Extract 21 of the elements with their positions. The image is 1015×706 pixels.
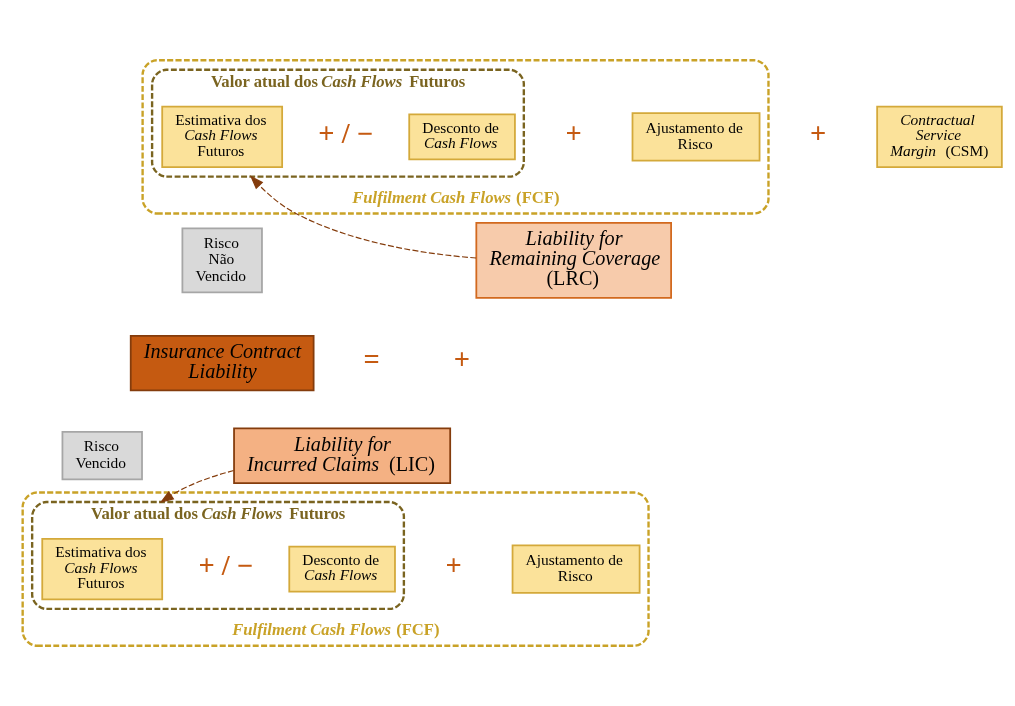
label: + (445, 550, 462, 582)
label: + (453, 344, 471, 376)
node-box: Liability for Incurred Claims (LIC) (233, 427, 452, 484)
node-box: Risco Não Vencido (181, 227, 263, 294)
node-box: Risco Vencido (61, 431, 143, 481)
label: + / − (318, 118, 374, 150)
label: + (810, 118, 827, 150)
node-box: Estimativa dos Cash Flows Futuros (41, 537, 164, 601)
node-box: Desconto de Cash Flows (288, 545, 396, 593)
node-box: Contractual Service Margin (CSM) (876, 105, 1003, 169)
arrow (249, 175, 477, 259)
node-box: Ajustamento de Risco (511, 544, 641, 594)
label: = (363, 344, 380, 376)
label: + / − (198, 550, 254, 582)
arrow (159, 469, 235, 504)
node-box: Liability for Remaining Coverage (LRC) (475, 222, 672, 299)
label: + (565, 118, 582, 150)
node-box: Desconto de Cash Flows (408, 113, 516, 161)
node-box: Insurance Contract Liability (129, 334, 315, 392)
node-box: Estimativa dos Cash Flows Futuros (161, 105, 284, 169)
node-box: Ajustamento de Risco (631, 112, 761, 162)
